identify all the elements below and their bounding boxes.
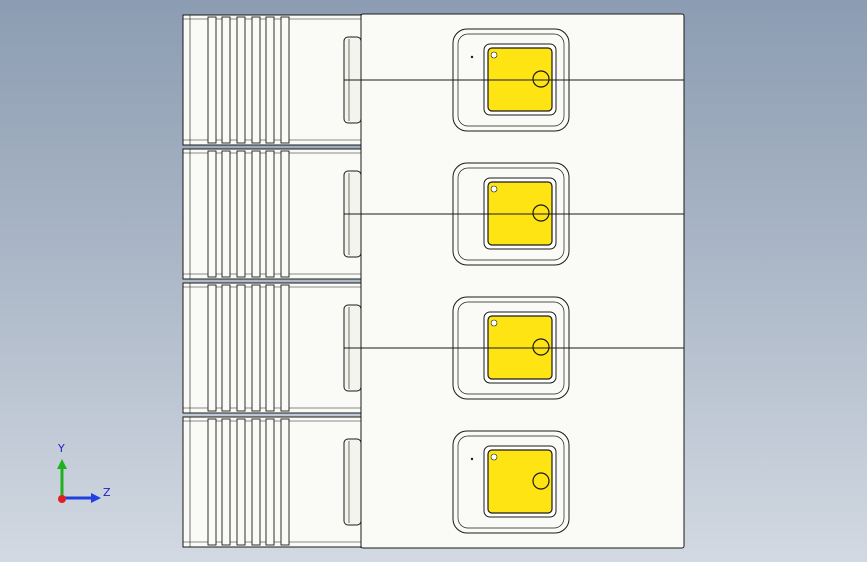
cooling-rib: [221, 418, 231, 546]
cooling-rib: [280, 284, 290, 412]
breaker-module-4[interactable]: [182, 416, 362, 548]
y-axis-arrowhead: [57, 459, 67, 469]
breaker-module-3[interactable]: [182, 282, 362, 414]
cooling-rib: [251, 284, 261, 412]
x-axis-point: [58, 495, 66, 503]
cooling-rib: [251, 16, 261, 144]
terminal-screw-plate[interactable]: [487, 47, 553, 112]
cooling-rib: [236, 418, 246, 546]
cooling-rib: [265, 16, 275, 144]
terminal-screw-plate[interactable]: [487, 449, 553, 514]
cooling-rib: [221, 284, 231, 412]
terminal-pocket-3[interactable]: [344, 296, 684, 400]
terminal-screw-hole[interactable]: [532, 472, 550, 490]
terminal-pocket-4[interactable]: [452, 430, 570, 534]
cooling-rib: [265, 150, 275, 278]
orientation-triad: [57, 459, 101, 503]
terminal-corner-pin: [490, 51, 498, 59]
terminal-pocket-1[interactable]: [344, 28, 684, 132]
cooling-rib: [236, 150, 246, 278]
triad-z-label: Z: [103, 486, 111, 499]
cooling-rib: [221, 16, 231, 144]
cooling-rib: [207, 150, 217, 278]
cooling-rib: [236, 16, 246, 144]
cooling-rib: [280, 150, 290, 278]
cooling-rib: [207, 16, 217, 144]
terminal-corner-pin: [490, 185, 498, 193]
breaker-module-2[interactable]: [182, 148, 362, 280]
connector-boss: [343, 438, 362, 526]
terminal-corner-pin: [490, 453, 498, 461]
terminal-screw-hole[interactable]: [532, 70, 550, 88]
breaker-module-1[interactable]: [182, 14, 362, 146]
cooling-rib: [280, 418, 290, 546]
cooling-rib: [251, 418, 261, 546]
cooling-rib: [265, 418, 275, 546]
cooling-rib: [265, 284, 275, 412]
cooling-rib: [207, 418, 217, 546]
pocket-inner-frame: [457, 435, 565, 529]
terminal-screw-plate[interactable]: [487, 315, 553, 380]
terminal-corner-pin: [490, 319, 498, 327]
terminal-screw-hole[interactable]: [532, 204, 550, 222]
cooling-rib: [207, 284, 217, 412]
cooling-rib: [280, 16, 290, 144]
z-axis-arrowhead: [91, 493, 101, 503]
cooling-rib: [251, 150, 261, 278]
pocket-indicator-dot: [470, 55, 474, 59]
terminal-screw-plate[interactable]: [487, 181, 553, 246]
terminal-pocket-2[interactable]: [344, 162, 684, 266]
cooling-rib: [236, 284, 246, 412]
terminal-screw-hole[interactable]: [532, 338, 550, 356]
cooling-rib: [221, 150, 231, 278]
pocket-outer-frame: [452, 430, 570, 534]
triad-y-label: Y: [58, 442, 65, 455]
pocket-indicator-dot: [470, 457, 474, 461]
